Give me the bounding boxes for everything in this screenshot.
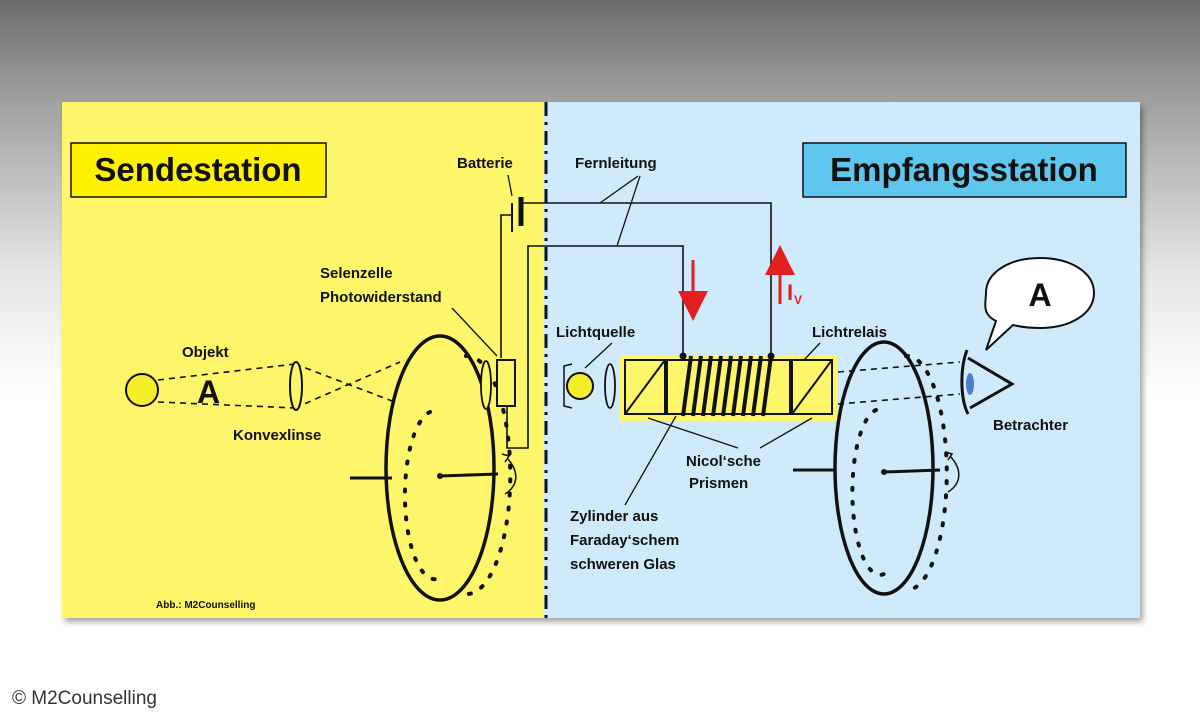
selenium-label-2: Photowiderstand	[320, 289, 442, 306]
object-label: Objekt	[182, 344, 229, 361]
condenser-lens-icon	[604, 363, 616, 409]
circuit-wires	[500, 202, 772, 449]
light-source-label: Lichtquelle	[556, 324, 635, 341]
credit-text: Abb.: M2Counselling	[156, 600, 255, 611]
sun-icon	[125, 373, 159, 407]
nicol-label-2: Prismen	[689, 475, 748, 492]
cylinder-label-1: Zylinder aus	[570, 508, 658, 525]
light-source-pointer	[584, 342, 613, 369]
cylinder-label-3: schweren Glas	[570, 556, 676, 573]
current-subscript: V	[794, 293, 802, 307]
title-sendestation: Sendestation	[70, 142, 327, 198]
send-title: Sendestation	[94, 151, 301, 188]
line-label: Fernleitung	[575, 155, 657, 172]
lens-label: Konvexlinse	[233, 427, 321, 444]
selenium-pointer	[451, 307, 498, 357]
object-letter: A	[197, 374, 220, 410]
send-light-rays	[157, 361, 401, 409]
light-relay-pointer	[803, 342, 821, 361]
speech-bubble: A	[984, 256, 1096, 351]
nicol-pointer-left	[647, 417, 739, 449]
current-label: I	[787, 280, 793, 305]
copyright-text: © M2Counselling	[12, 688, 157, 709]
battery-label: Batterie	[457, 155, 513, 172]
title-empfangsstation: Empfangsstation	[802, 142, 1127, 198]
speech-letter: A	[1028, 277, 1051, 313]
nipkow-disk-receive	[793, 340, 960, 596]
cylinder-label-2: Faraday‘schem	[570, 532, 679, 549]
light-source-icon	[566, 372, 594, 400]
cylinder-pointer	[624, 415, 677, 506]
selenium-cell-icon	[496, 359, 516, 407]
selenium-lens-icon	[480, 360, 492, 410]
line-pointer-2	[616, 175, 641, 247]
light-source-reflector	[563, 363, 573, 409]
viewer-label: Betrachter	[993, 417, 1068, 434]
convex-lens-icon	[289, 361, 303, 411]
nicol-label-1: Nicol‘sche	[686, 453, 761, 470]
battery-pointer	[507, 174, 513, 197]
light-relay-label: Lichtrelais	[812, 324, 887, 341]
nipkow-disk-send	[350, 334, 517, 602]
receive-light-rays	[837, 361, 961, 405]
light-relay	[620, 352, 837, 421]
coil-windings	[681, 355, 773, 417]
line-pointer-1	[599, 175, 639, 204]
eye-icon	[960, 349, 1015, 415]
selenium-label-1: Selenzelle	[320, 265, 393, 282]
receive-title: Empfangsstation	[830, 151, 1098, 188]
nicol-pointer-right	[759, 417, 813, 449]
